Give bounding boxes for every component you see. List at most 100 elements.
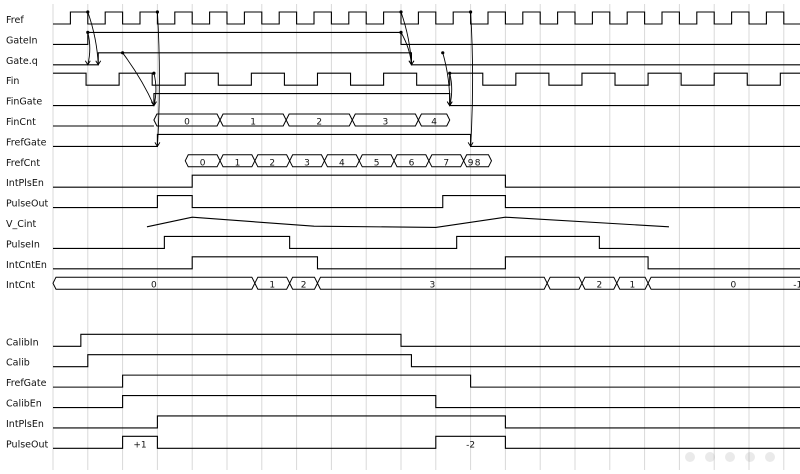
signal-label-v_cint: V_Cint — [6, 219, 37, 230]
signal-label-caliben: CalibEn — [6, 399, 42, 410]
waveform-intcnt: 0 1 2 3 2 1 0 -1 — [52, 276, 800, 291]
signal-label-frefgate2: FrefGate — [6, 378, 47, 389]
bus-value-intcnt-last: -1 — [793, 281, 800, 291]
signal-label-gatein: GateIn — [6, 35, 38, 46]
wave-trace-gatein — [53, 31, 800, 45]
wave-trace-pulseout — [53, 195, 800, 209]
signal-label-pulseout2: PulseOut — [6, 439, 49, 450]
bus-value-fincnt-4: 4 — [431, 118, 437, 128]
bus-value-intcnt-5: 2 — [596, 281, 602, 291]
clock-trace-fin — [53, 72, 800, 86]
wave-trace-calibin — [53, 333, 800, 347]
arrow-6 — [400, 32, 412, 65]
waveform-calibin — [53, 333, 800, 347]
bus-value-frefcnt-8: 8 — [475, 158, 481, 168]
signal-label-frefcnt: FrefCnt — [6, 158, 40, 169]
wave-trace-calib — [53, 354, 800, 368]
bus-value-intcnt-3: 3 — [429, 281, 435, 291]
bus-value-frefcnt-0: 0 — [200, 158, 206, 168]
bus-value-intcnt-0: 0 — [151, 281, 157, 291]
arrow-dot-0 — [86, 10, 90, 14]
arrow-head-8 — [446, 101, 453, 107]
signal-label-fin: Fin — [6, 76, 19, 87]
bus-value-frefcnt-4: 4 — [339, 158, 345, 168]
waveform-caliben — [53, 394, 800, 409]
bus-intcnt: 0 1 2 3 2 1 0 -1 — [52, 276, 800, 291]
waveform-fincnt: 0 1 2 3 4 — [53, 113, 451, 128]
arrow-dot-6 — [399, 30, 403, 34]
arrow-head-6 — [408, 60, 415, 66]
arrow-head-9 — [467, 142, 474, 148]
bus-segment-fincnt-4 — [417, 113, 451, 127]
signal-label-intplsen: IntPlsEn — [6, 178, 44, 189]
bus-segment-frefcnt-8 — [463, 154, 493, 168]
waveform-pulseout2: +1-2 — [53, 435, 800, 450]
arrow-head-1 — [84, 60, 91, 66]
signal-label-frefgate: FrefGate — [6, 137, 47, 148]
wave-trace-caliben — [53, 394, 800, 409]
bus-value-frefcnt-5: 5 — [374, 158, 380, 168]
waveform-intplsen — [53, 174, 800, 188]
wave-trace-fingate — [53, 93, 800, 107]
arrow-dot-1 — [86, 30, 90, 34]
waveform-intcnten — [53, 256, 800, 270]
bus-value-frefcnt-3: 3 — [304, 158, 310, 168]
bus-value-frefcnt-2: 2 — [269, 158, 275, 168]
arrow-head-3 — [151, 101, 157, 107]
bus-segment-intcnt-7 — [647, 276, 800, 290]
bus-value-intcnt-2: 2 — [301, 281, 307, 291]
signal-labels: FrefGateInGate.qFinFinGateFinCntFrefGate… — [6, 15, 49, 450]
bus-value-fincnt-3: 3 — [382, 118, 388, 128]
bus-value-intcnt-6: 1 — [630, 281, 636, 291]
signal-label-fref: Fref — [6, 15, 24, 26]
signal-label-pulseout: PulseOut — [6, 199, 49, 210]
arrow-9 — [470, 11, 474, 147]
causality-arrows — [84, 10, 474, 148]
wave-trace-intplsen — [53, 174, 800, 188]
bus-value-fincnt-0: 0 — [184, 118, 190, 128]
arrow-7 — [449, 73, 453, 106]
bus-value-fincnt-1: 1 — [250, 118, 256, 128]
waveform-v_cint — [146, 216, 669, 228]
bus-segment-intcnt-4 — [546, 276, 583, 290]
clock-trace-fref — [53, 11, 800, 25]
waveform-fin — [53, 72, 800, 86]
signal-label-calib: Calib — [6, 358, 30, 369]
bus-value-frefcnt-1: 1 — [235, 158, 241, 168]
wave-trace-pulsein — [53, 235, 800, 249]
bus-value-fincnt-2: 2 — [316, 118, 322, 128]
signal-label-intcnten: IntCntEn — [6, 260, 47, 271]
arrow-4 — [156, 11, 160, 147]
waveform-fref — [53, 11, 800, 25]
watermark-icon — [685, 452, 775, 462]
analog-trace-v_cint — [146, 216, 669, 228]
signal-label-fincnt: FinCnt — [6, 117, 36, 128]
arrow-dot-9 — [469, 10, 473, 14]
signal-label-intcnt: IntCnt — [6, 280, 35, 291]
wave-trace-intplsen2 — [53, 415, 800, 429]
wave-trace-frefgate — [53, 133, 800, 147]
arrow-1 — [87, 32, 91, 65]
time-grid — [52, 4, 785, 470]
arrow-8 — [442, 52, 451, 106]
wave-trace-frefgate2 — [53, 374, 800, 388]
bus-value-intcnt-1: 1 — [269, 281, 275, 291]
arrow-dot-4 — [155, 10, 159, 14]
bus-value-frefcnt-7: 7 — [443, 158, 449, 168]
pulse-label-pulseout2-0: +1 — [133, 440, 146, 450]
arrow-dot-3 — [121, 51, 125, 55]
waveform-frefgate2 — [53, 374, 800, 388]
arrow-head-4 — [154, 142, 161, 148]
wave-trace-pulseout2 — [53, 435, 800, 449]
wave-trace-intcnten — [53, 256, 800, 270]
bus-value-intcnt-7: 0 — [730, 281, 736, 291]
signal-label-calibin: CalibIn — [6, 337, 39, 348]
arrow-2 — [153, 73, 157, 106]
waveform-pulsein — [53, 235, 800, 249]
signal-label-pulsein: PulseIn — [6, 239, 40, 250]
waveform-gatein — [53, 31, 800, 45]
